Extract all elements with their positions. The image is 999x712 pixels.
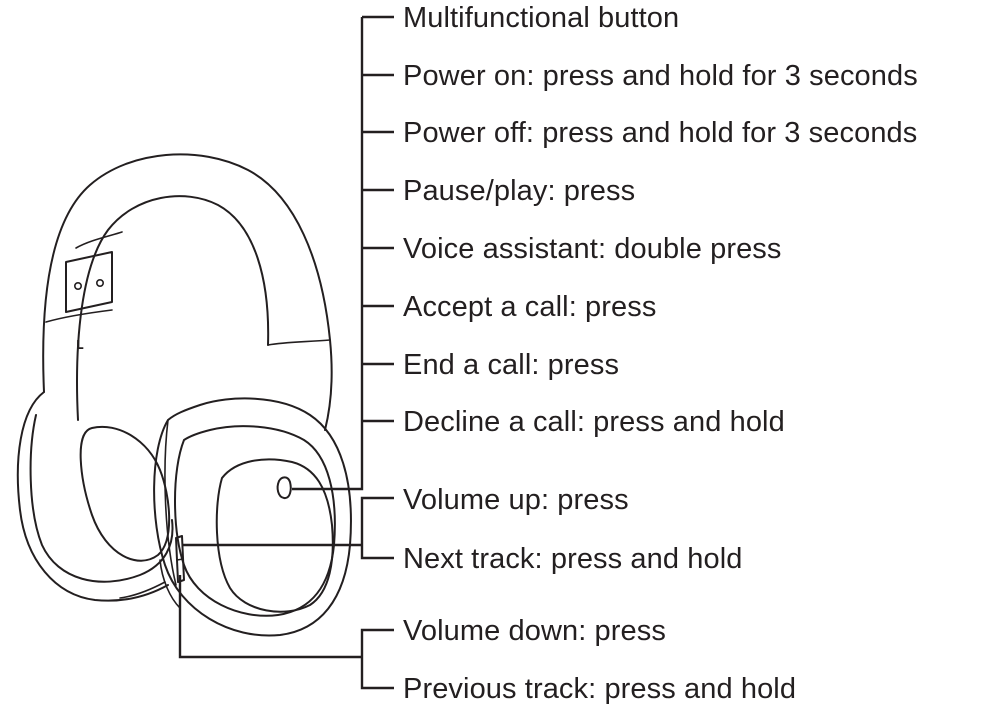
slider-dot-1 [74,281,83,290]
right-slider-joint [267,339,331,346]
label-power-on: Power on: press and hold for 3 seconds [403,60,918,92]
headband-inner [76,195,270,421]
left-earcup-edge [119,581,166,599]
right-earcup-side-2 [159,559,181,609]
left-earcup-cushion [29,414,174,583]
multifunctional-button [276,476,292,500]
label-power-off: Power off: press and hold for 3 seconds [403,117,918,149]
label-volume-up: Volume up: press [403,484,629,516]
slider-dot-2 [96,278,105,287]
right-earcup-side [164,419,177,586]
left-earcup-pad [79,425,171,562]
side-marker-L: L [76,338,84,352]
leader-voldown-to-button [178,575,362,659]
label-accept-call: Accept a call: press [403,291,657,323]
label-next-track: Next track: press and hold [403,543,743,575]
label-pause-play: Pause/play: press [403,175,636,207]
right-earcup-outer [153,397,352,637]
slider-lower-line [45,309,113,323]
label-volume-down: Volume down: press [403,615,666,647]
label-end-call: End a call: press [403,349,620,381]
leader-multifunctional-vertical [292,17,364,491]
right-earcup-rim [174,425,336,617]
headband-seam [75,231,123,249]
label-voice-assistant: Voice assistant: double press [403,233,782,265]
volume-buttons [175,535,185,583]
right-earcup-faceplate [215,458,334,613]
volume-button-divider [176,558,184,561]
leader-voldown-bracket [360,628,394,690]
label-decline-call: Decline a call: press and hold [403,406,785,438]
label-previous-track: Previous track: press and hold [403,673,797,705]
leader-volup-bracket [360,496,394,560]
left-earcup-outer [16,391,169,602]
headband-outer [42,153,333,431]
label-multifunctional-button: Multifunctional button [403,2,680,34]
slider-block [65,251,113,313]
